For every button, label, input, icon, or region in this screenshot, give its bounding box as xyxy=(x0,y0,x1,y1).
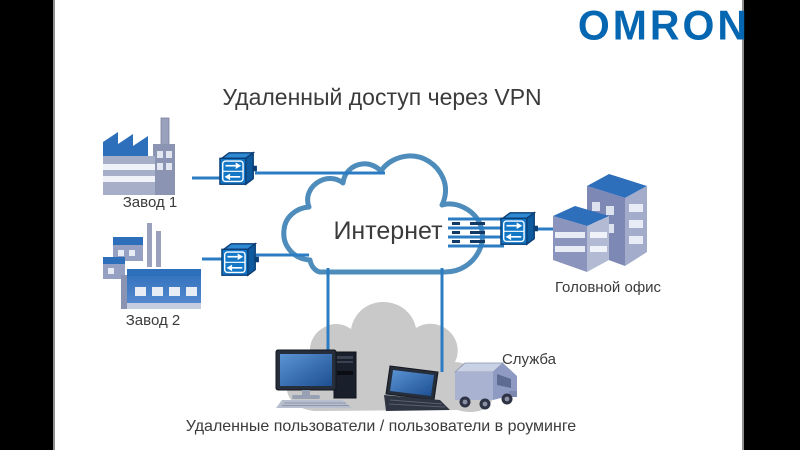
letterbox-left xyxy=(0,0,53,450)
internet-cloud-label: Интернет xyxy=(333,217,443,245)
remote-users-label: Удаленные пользователи / пользователи в … xyxy=(185,418,577,435)
slide-content: OMRON Удаленный доступ через VPN Интерне… xyxy=(53,0,747,450)
laptop-icon xyxy=(384,365,450,411)
factory1-label: Завод 1 xyxy=(122,194,178,211)
desktop-computer-icon xyxy=(275,349,357,408)
vpn-router-icon xyxy=(500,211,538,246)
letterbox-right xyxy=(744,0,800,450)
vpn-router-icon xyxy=(221,242,259,277)
vpn-router-icon xyxy=(219,151,257,186)
tunnel-dashes xyxy=(452,222,485,243)
factory-2-icon xyxy=(103,223,201,309)
vpn-links xyxy=(192,171,559,372)
factory2-label: Завод 2 xyxy=(125,312,181,329)
service-van-icon xyxy=(453,362,517,410)
head-office-label: Головной офис xyxy=(554,279,662,296)
omron-logo: OMRON xyxy=(577,1,750,49)
factory-1-icon xyxy=(103,117,175,195)
internet-cloud xyxy=(281,153,485,275)
page-title: Удаленный доступ через VPN xyxy=(222,84,542,110)
office-building-icon xyxy=(553,174,647,272)
service-label: Служба xyxy=(501,351,557,368)
